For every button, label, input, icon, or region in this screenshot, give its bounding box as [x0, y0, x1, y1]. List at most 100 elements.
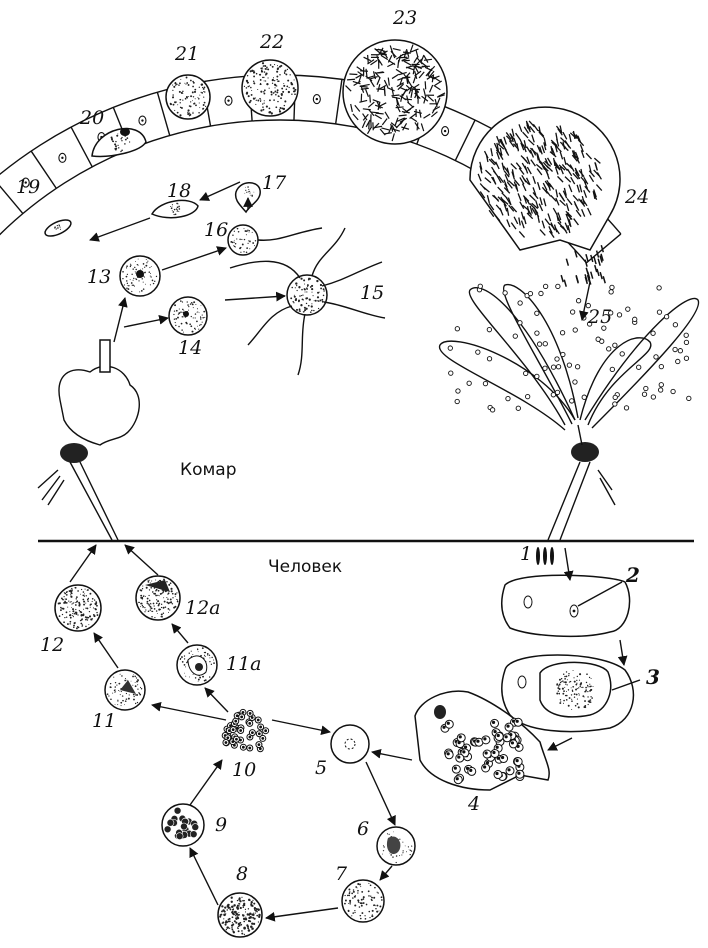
macrogamete-13: [119, 255, 161, 297]
cycle-arrow: [379, 865, 393, 881]
merozoites-10: [221, 708, 270, 753]
label-5: 5: [315, 757, 327, 779]
mosquito-label: Комар: [180, 460, 237, 480]
gland-cell-nucleus: [608, 289, 614, 295]
label-14: 14: [178, 337, 202, 359]
zygote-16: [227, 224, 323, 256]
label-24: 24: [624, 186, 649, 208]
label-11: 11: [92, 710, 116, 732]
gland-cell-nucleus: [656, 309, 663, 315]
oocyst-21: [165, 74, 211, 120]
gland-cell-nucleus: [683, 339, 690, 346]
gland-cell-nucleus: [502, 290, 508, 296]
label-25: 25: [587, 306, 612, 328]
cycle-arrow: [124, 544, 159, 576]
cycle-arrow: [365, 761, 396, 826]
mosquito-head-right: [571, 442, 599, 462]
label-15: 15: [360, 282, 384, 304]
cycle-arrow: [271, 719, 331, 736]
oocyst-22: [241, 59, 299, 117]
label-12a: 12a: [185, 597, 221, 619]
salivary-gland-lobe: [579, 337, 652, 426]
released-sporozoite: [602, 276, 606, 284]
released-sporozoite: [584, 274, 588, 282]
gland-cell-nucleus: [586, 321, 593, 327]
proboscis: [69, 461, 119, 541]
gland-cell-nucleus: [609, 284, 615, 291]
cycle-arrow: [204, 687, 229, 713]
ookinete-18: [150, 199, 199, 219]
gland-cell-nucleus: [658, 364, 664, 370]
released-sporozoite: [565, 258, 570, 266]
released-sporozoite: [585, 253, 589, 262]
mature-schizont-9: [161, 803, 205, 847]
salivary-gland-lobe: [502, 283, 579, 425]
label-21: 21: [174, 43, 199, 65]
released-sporozoite: [575, 274, 579, 283]
mosquito-gut-left: [37, 339, 140, 541]
released-sporozoite: [563, 279, 567, 287]
gland-cell-nucleus: [612, 342, 618, 348]
gland-cell-nucleus: [554, 389, 561, 396]
gland-cell-nucleus: [475, 349, 481, 355]
gland-cell-nucleus: [566, 362, 573, 368]
cycle-arrow: [547, 737, 573, 751]
oocyst-20: [91, 127, 147, 158]
label-17: 17: [262, 172, 287, 194]
cycle-arrow: [89, 217, 151, 242]
gland-cell-nucleus: [554, 356, 560, 362]
antenna-right: [597, 469, 616, 506]
flagellum: [297, 313, 306, 376]
gland-cell-nucleus: [641, 391, 648, 397]
label-23: 23: [392, 7, 417, 29]
cycle-arrow: [123, 314, 169, 328]
cycle-arrows: [69, 181, 628, 922]
gland-cell-nucleus: [569, 398, 575, 404]
gametocyte-11: [104, 669, 146, 711]
released-sporozoite: [584, 259, 588, 267]
gland-cell-nucleus: [542, 365, 548, 371]
gland-cell-nucleus: [609, 366, 615, 373]
gland-cell-nucleus: [601, 325, 607, 331]
gland-cell-nucleus: [683, 332, 689, 338]
cycle-arrow: [371, 748, 413, 761]
microgametocyte-12a: [135, 575, 181, 621]
released-sporozoite: [595, 250, 600, 258]
gland-cell-nucleus: [663, 314, 670, 320]
label-8: 8: [236, 863, 248, 885]
gland-cell-nucleus: [653, 354, 659, 360]
released-sporozoite: [560, 274, 564, 283]
gland-cell-nucleus: [636, 364, 642, 370]
ookinete-in-wall-19: [44, 219, 72, 237]
gland-cell-nucleus: [525, 393, 531, 400]
gland-cell-nucleus: [536, 341, 543, 347]
sporozoite-1: [536, 547, 540, 565]
gland-cell-nucleus: [569, 309, 576, 315]
epithelial-cell-border: [334, 79, 343, 124]
released-sporozoite: [590, 271, 594, 279]
gland-cell-nucleus: [505, 395, 511, 402]
label-7: 7: [335, 863, 348, 885]
flagellum: [311, 227, 346, 277]
gland-cell-nucleus: [482, 380, 489, 387]
released-sporozoite: [594, 264, 598, 273]
cycle-arrow: [161, 246, 227, 271]
gland-cell-nucleus: [486, 356, 493, 362]
salivary-gland-lobe: [468, 287, 576, 426]
gland-cell-nucleus: [489, 407, 496, 413]
proboscis-right: [547, 461, 591, 541]
gland-cell-nucleus: [448, 370, 454, 376]
epithelial-cell-border: [156, 92, 171, 136]
label-3: 3: [646, 665, 660, 689]
liver-cell-2: [500, 574, 631, 638]
gland-cell-nucleus: [616, 312, 623, 318]
label-22: 22: [259, 31, 284, 53]
label-2: 2: [625, 563, 640, 587]
cycle-arrow: [579, 281, 591, 321]
gland-cell-nucleus: [517, 300, 523, 306]
gland-cell-nucleus: [619, 351, 625, 357]
erythrocyte-ring-5: [330, 724, 370, 764]
gland-cell-nucleus: [650, 330, 656, 336]
gut-tube: [99, 339, 111, 373]
label-13: 13: [87, 266, 111, 288]
